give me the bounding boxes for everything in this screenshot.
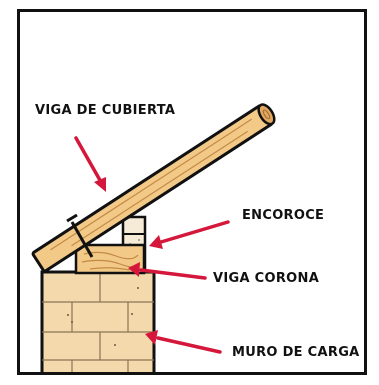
nail	[66, 213, 94, 258]
arrow-viga-cubierta	[74, 136, 106, 192]
label-viga-de-cubierta: VIGA DE CUBIERTA	[35, 103, 176, 118]
label-viga-corona: VIGA CORONA	[213, 271, 320, 286]
arrow-viga-corona	[128, 262, 207, 280]
label-encoroce: ENCOROCE	[242, 208, 325, 223]
arrow-muro-carga	[145, 330, 222, 354]
load-bearing-wall	[40, 270, 156, 372]
arrow-encoroce	[149, 220, 230, 249]
roof-beam-diagram	[31, 103, 276, 372]
diagram-frame: VIGA DE CUBIERTA ENCOROCE VIGA CORONA MU…	[17, 9, 367, 375]
arrows	[74, 136, 230, 354]
roof-beam	[31, 103, 276, 273]
label-muro-de-carga: MURO DE CARGA	[232, 345, 360, 360]
